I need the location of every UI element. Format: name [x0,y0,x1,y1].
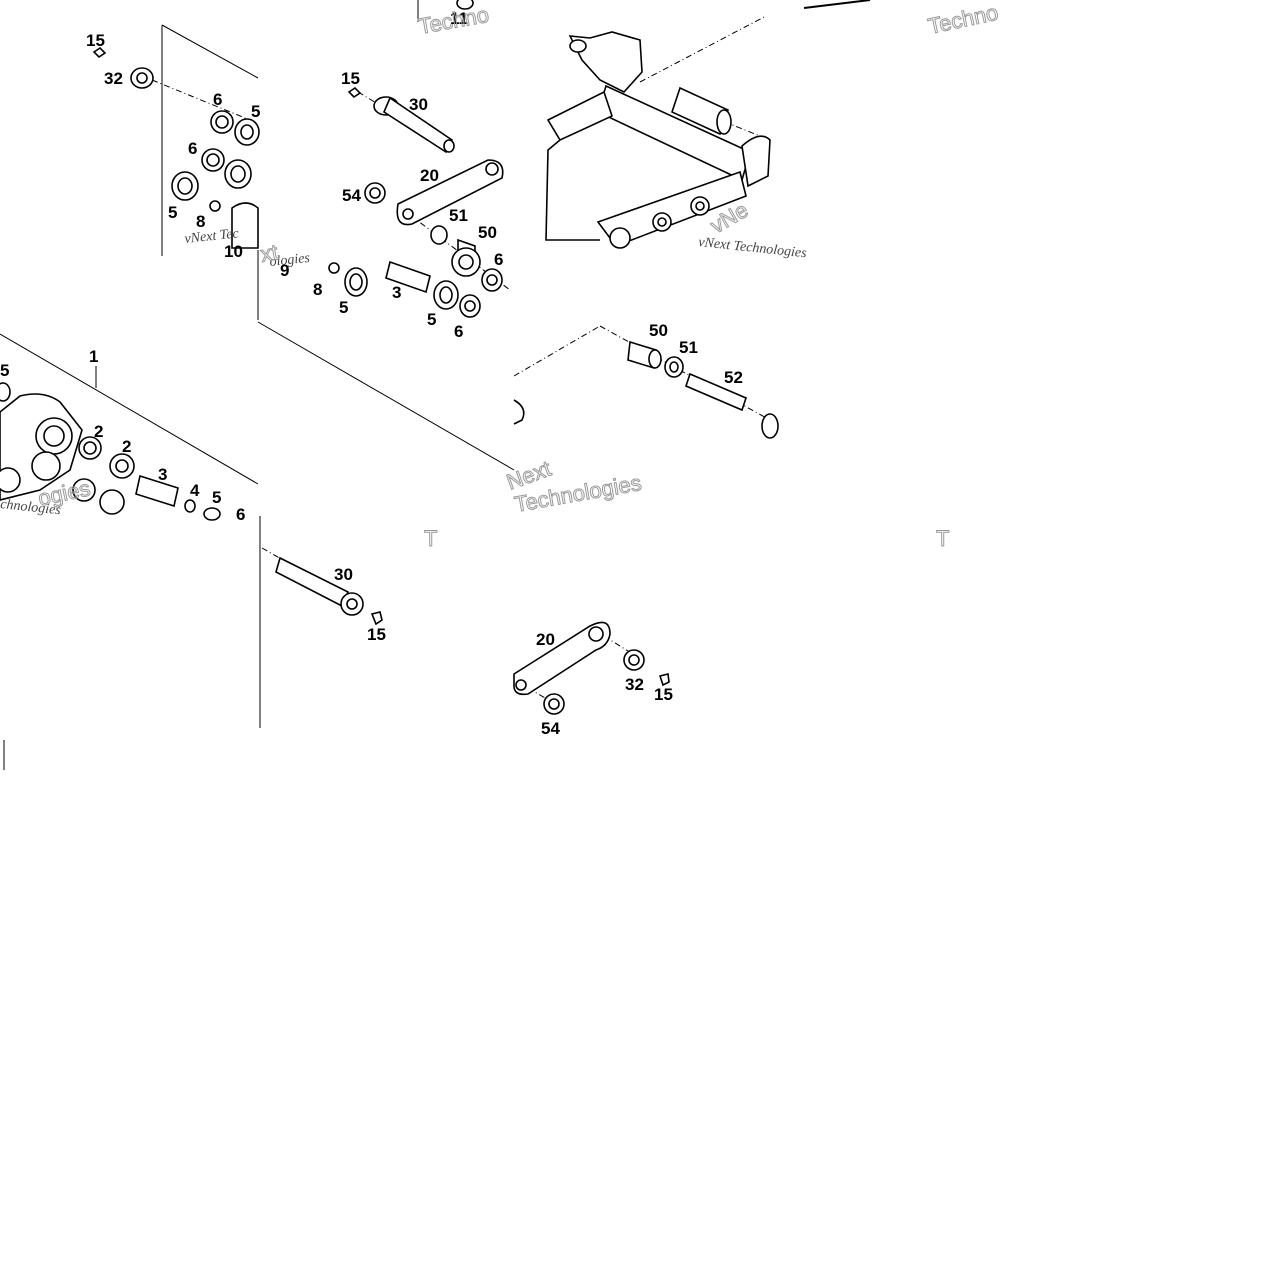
callout-3: 3 [158,465,167,484]
callout-15: 15 [341,69,360,88]
callout-6: 6 [454,322,463,341]
seal-part [433,280,459,310]
seal-part [171,171,199,201]
needle-bearing-part [72,478,125,515]
hub-part [513,399,525,425]
bushing-part [627,340,662,370]
frame-tube-part [545,84,771,247]
callout-54: 54 [342,186,361,205]
spacer-part [328,262,340,274]
grease-fitting-part [658,673,670,687]
nut-part [364,182,386,204]
callout-2: 2 [122,437,131,456]
grease-fitting-part [347,86,362,99]
watermark-text: Techno [417,2,491,39]
callout-8: 8 [196,212,205,231]
watermark-text: T [936,526,949,551]
callout-6: 6 [213,90,222,109]
tile-linkage: 15 30 20 54 51 50 9 8 5 3 5 6 6 ologies [257,69,511,341]
grease-fitting-part [92,46,107,59]
callout-51: 51 [449,206,468,225]
link-arm-part [396,159,504,226]
callout-15: 15 [654,685,673,704]
callout-11: 11 [450,9,468,28]
spacer-part [209,200,221,212]
nut-part [543,693,565,715]
frame-pivot-part [609,196,710,249]
tile-link-detail: 20 32 15 54 [513,621,673,738]
sleeve-part [135,474,179,508]
tile-top-fragment: 11 Techno [416,0,491,39]
callout-30: 30 [334,565,353,584]
callout-2: 2 [94,422,103,441]
pin-part [275,556,364,616]
callout-5: 5 [251,102,260,121]
grease-fitting-part [370,611,383,626]
callout-32: 32 [104,69,123,88]
bushing-part [451,238,481,277]
sleeve-part [385,260,431,294]
shaft-part [685,372,779,439]
washer-part [664,356,684,378]
washer-part [184,499,221,521]
watermark-text: chnologies [0,497,62,518]
needle-bearing-part [78,436,102,460]
needle-bearing-part [109,453,135,479]
seal-part [344,267,368,297]
tile-rear-frame: vNext Technologies Techno vNe [545,0,1001,261]
bushing-part [201,148,225,172]
callout-10: 10 [224,242,243,261]
nut-part [623,649,645,671]
sleeve-part [231,202,259,249]
callout-6: 6 [494,250,503,269]
tile-bearing-stack: 15 32 6 5 6 5 8 10 vNext Tec [86,24,260,261]
callout-5: 5 [339,298,348,317]
callout-15: 15 [367,625,386,644]
bushing-part [459,294,481,318]
callout-51: 51 [679,338,698,357]
callout-15: 15 [86,31,105,50]
callout-3: 3 [392,283,401,302]
callout-50: 50 [478,223,497,242]
callout-32: 32 [625,675,644,694]
callout-20: 20 [536,630,555,649]
callout-9: 9 [280,261,289,280]
bushing-part [481,268,503,292]
bushing-part [224,159,252,189]
callout-5: 5 [427,310,436,329]
tile-pin-detail: 30 15 T T [3,516,950,770]
watermark-brand: vNext Technologies [698,235,808,261]
callout-52: 52 [724,368,743,387]
callout-1: 1 [89,347,98,366]
bushing-part [210,110,234,134]
callout-8: 8 [313,280,322,299]
frame-cylinder-part [671,86,732,136]
watermark-text: Techno [926,0,1001,39]
tile-shaft: 50 51 52 Next Technologies xt [258,239,779,517]
washer-part [430,225,448,245]
callout-54: 54 [541,719,560,738]
swing-arm-part [0,382,83,501]
watermark-text: xt [259,239,280,267]
tile-swing-arm: 1 5 2 2 3 4 5 6 chnologies ogies [0,321,515,524]
callout-6: 6 [236,505,245,524]
callout-6: 6 [188,139,197,158]
watermark-text: vNext Tec [184,226,240,247]
callout-5: 5 [0,361,9,380]
callout-20: 20 [420,166,439,185]
callout-30: 30 [409,95,428,114]
bushing-part [234,118,260,146]
watermark-text: T [424,526,437,551]
callout-5: 5 [168,203,177,222]
callout-5: 5 [212,488,221,507]
callout-50: 50 [649,321,668,340]
nut-part [130,67,154,89]
pin-part [373,96,455,154]
watermark-text: ologies [269,251,311,270]
link-arm-part [513,621,611,696]
frame-bracket-part [568,31,643,93]
callout-4: 4 [190,481,200,500]
